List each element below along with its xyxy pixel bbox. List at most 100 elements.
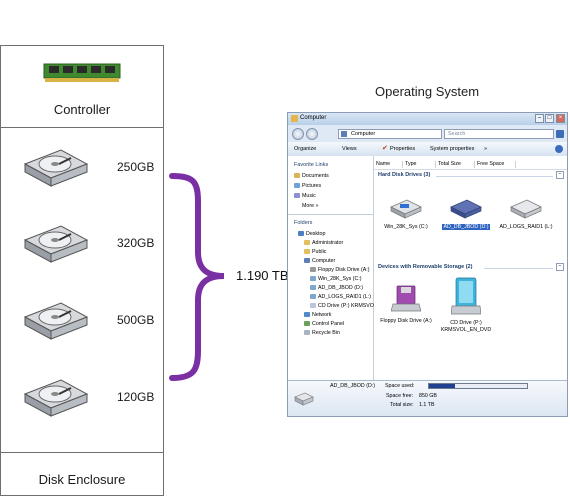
details-pane: AD_DB_JBOD (D:) Space used: Space free: … <box>288 380 567 416</box>
views-button[interactable]: Views <box>342 146 357 152</box>
collapse-icon[interactable]: − <box>556 263 564 271</box>
maximize-button[interactable]: □ <box>545 114 554 123</box>
folder-drive-l[interactable]: AD_LOGS_RAID1 (L:) <box>310 294 371 300</box>
window-titlebar: Computer – □ × <box>288 113 567 125</box>
folder-drive-d[interactable]: AD_DB_JBOD (D:) <box>310 285 363 291</box>
system-properties-button[interactable]: System properties <box>430 146 475 152</box>
dvd-drive-icon <box>450 277 482 315</box>
disk-capacity-label: 500GB <box>117 313 155 327</box>
computer-icon <box>291 115 298 122</box>
column-name[interactable]: Name <box>374 161 403 168</box>
group-separator <box>484 268 553 269</box>
search-input[interactable]: Search <box>444 129 554 139</box>
folder-drive-c[interactable]: Win_28K_Sys (C:) <box>310 276 362 282</box>
drive-icon <box>310 294 316 299</box>
drive-tile-l[interactable]: AD_LOGS_RAID1 (L:) <box>496 198 556 231</box>
explorer-window: Computer – □ × Computer Search Organize … <box>287 112 568 417</box>
folder-icon <box>304 240 310 245</box>
disk-row: 250GB <box>21 146 161 190</box>
space-free-label: Space free: <box>386 393 414 399</box>
computer-icon <box>341 131 347 137</box>
folder-public[interactable]: Public <box>304 249 326 255</box>
drive-icon <box>310 276 316 281</box>
properties-button[interactable]: Properties <box>390 146 416 152</box>
folder-desktop[interactable]: Desktop <box>298 231 325 237</box>
space-used-label: Space used: <box>385 383 415 389</box>
toolbar-overflow-button[interactable]: » <box>484 146 488 152</box>
drive-label: CD Drive (P:) KRMSVOL_EN_DVD <box>440 320 492 333</box>
folder-icon <box>304 249 310 254</box>
enclosure-divider <box>1 452 163 453</box>
favorite-music[interactable]: Music <box>294 193 316 199</box>
pictures-icon <box>294 183 300 188</box>
collapse-icon[interactable]: − <box>556 171 564 179</box>
back-button[interactable] <box>292 128 304 140</box>
folder-floppy[interactable]: Floppy Disk Drive (A:) <box>310 267 370 273</box>
organize-button[interactable]: Organize <box>294 146 317 152</box>
hard-disk-icon <box>23 149 89 187</box>
curly-brace <box>169 173 225 381</box>
recycle-bin-icon <box>304 330 310 335</box>
control-panel-icon <box>304 321 310 326</box>
drive-icon <box>310 285 316 290</box>
search-icon[interactable] <box>556 130 564 138</box>
music-icon <box>294 193 300 198</box>
folder-recycle-bin[interactable]: Recycle Bin <box>304 330 340 336</box>
drive-label: AD_LOGS_RAID1 (L:) <box>499 224 553 230</box>
disk-enclosure: Controller 250GB 320GB <box>0 45 164 496</box>
favorite-more[interactable]: More » <box>302 203 319 209</box>
space-free-value: 850 GB <box>419 393 437 399</box>
drive-label: AD_DB_JBOD (D:) <box>442 224 490 230</box>
address-field[interactable]: Computer <box>338 129 442 139</box>
close-button[interactable]: × <box>556 114 565 123</box>
disk-capacity-label: 250GB <box>117 160 155 174</box>
hard-disk-group-header: Hard Disk Drives (3) <box>378 172 431 178</box>
group-separator <box>436 176 553 177</box>
disk-row: 320GB <box>21 222 161 266</box>
properties-check-icon: ✔ <box>382 145 388 152</box>
floppy-icon <box>310 267 316 272</box>
drive-tile-c[interactable]: Win_28K_Sys (C:) <box>376 198 436 231</box>
column-total-size[interactable]: Total Size <box>436 161 475 168</box>
command-toolbar: Organize Views ✔ Properties System prope… <box>288 142 567 157</box>
total-size-value: 1.1 TB <box>419 402 435 408</box>
disk-row: 500GB <box>21 299 161 343</box>
forward-button[interactable] <box>306 128 318 140</box>
desktop-icon <box>298 231 304 236</box>
favorite-documents[interactable]: Documents <box>294 173 329 179</box>
drive-tile-d[interactable]: AD_DB_JBOD (D:) <box>436 198 496 231</box>
drive-label: Floppy Disk Drive (A:) <box>380 318 432 324</box>
details-drive-name: AD_DB_JBOD (D:) <box>330 383 376 389</box>
space-used-fill <box>429 384 456 388</box>
column-free-space[interactable]: Free Space <box>475 161 516 168</box>
folder-cd-drive[interactable]: CD Drive (P:) KRMSVOL_EN_DVD <box>310 303 401 309</box>
column-type[interactable]: Type <box>403 161 436 168</box>
hard-disk-icon <box>23 302 89 340</box>
disk-enclosure-label: Disk Enclosure <box>38 472 126 487</box>
folder-computer[interactable]: Computer <box>304 258 335 264</box>
disk-row: 120GB <box>21 376 161 420</box>
hard-drive-icon <box>510 199 542 219</box>
favorite-pictures[interactable]: Pictures <box>294 183 321 189</box>
documents-icon <box>294 173 300 178</box>
removable-group-header: Devices with Removable Storage (2) <box>378 264 473 270</box>
minimize-button[interactable]: – <box>535 114 544 123</box>
navigation-pane: Favorite Links Documents Pictures Music … <box>288 156 401 383</box>
folders-header: Folders <box>294 220 313 226</box>
floppy-drive-icon <box>390 285 422 312</box>
help-icon[interactable] <box>555 145 563 153</box>
address-text: Computer <box>351 131 376 137</box>
hard-disk-icon <box>23 379 89 417</box>
folder-network[interactable]: Network <box>304 312 331 318</box>
removable-tile-floppy[interactable]: Floppy Disk Drive (A:) <box>376 284 436 325</box>
folder-control-panel[interactable]: Control Panel <box>304 321 344 327</box>
drive-label: Win_28K_Sys (C:) <box>384 224 428 230</box>
network-icon <box>304 312 310 317</box>
folder-administrator[interactable]: Administrator <box>304 240 343 246</box>
removable-tile-cd[interactable]: CD Drive (P:) KRMSVOL_EN_DVD <box>436 276 496 334</box>
space-used-bar <box>428 383 528 389</box>
address-bar-row: Computer Search <box>288 125 567 142</box>
pane-divider <box>288 214 373 215</box>
disk-capacity-label: 320GB <box>117 236 155 250</box>
hard-disk-icon <box>23 225 89 263</box>
